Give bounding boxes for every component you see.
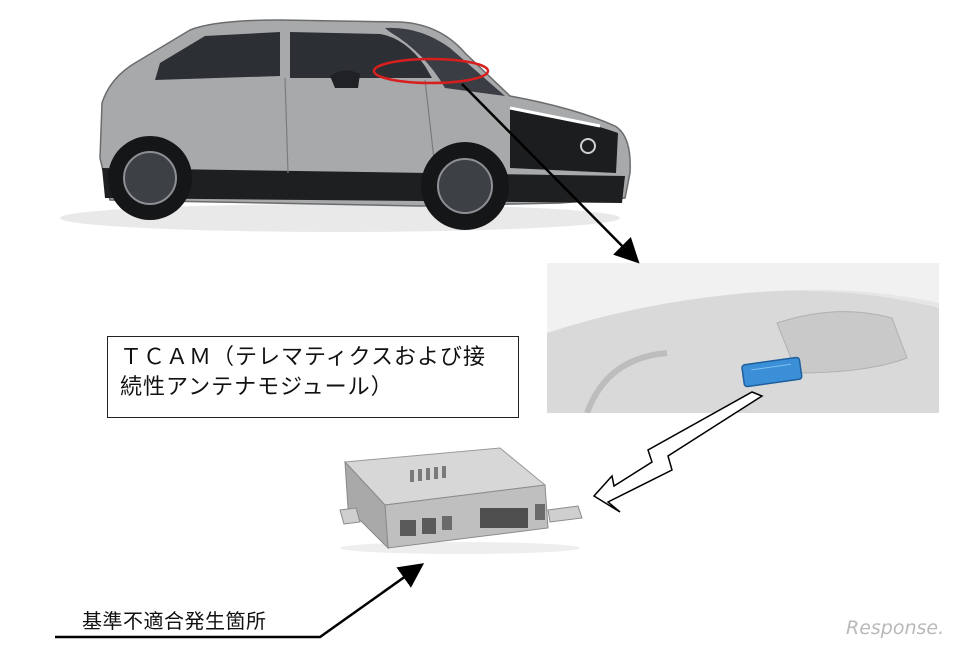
response-watermark: Response.: [846, 617, 945, 639]
tcam-label-line-2: 続性アンテナモジュール）: [120, 375, 394, 400]
defect-location-label: 基準不適合発生箇所: [82, 609, 267, 633]
tcam-module-image: [339, 447, 583, 554]
windshield-interior-image: [547, 263, 939, 413]
tcam-label-line-1: ＴＣＡＭ（テレマティクスおよび接: [120, 345, 487, 370]
tcam-label-box: ＴＣＡＭ（テレマティクスおよび接 続性アンテナモジュール）: [107, 336, 519, 418]
tcam-label-text: ＴＣＡＭ（テレマティクスおよび接 続性アンテナモジュール）: [108, 337, 518, 403]
car-exterior-image: [60, 19, 631, 232]
